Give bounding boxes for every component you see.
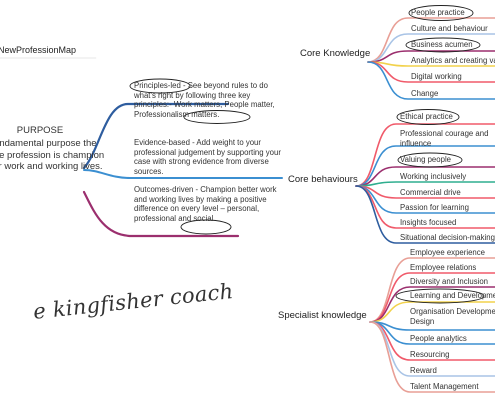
leaf-digital-working: Digital working <box>411 72 462 81</box>
specialist-knowledge-branch-8 <box>369 321 495 393</box>
leaf-people-practice: People practice <box>411 8 465 17</box>
node-core-knowledge: Core Knowledge <box>300 48 371 59</box>
leaf-insights-focused: Insights focused <box>400 218 457 227</box>
leaf-employee-relations: Employee relations <box>410 263 477 272</box>
principle-branch-2 <box>82 190 240 238</box>
node-specialist-knowledge: Specialist knowledge <box>278 310 367 321</box>
core-behaviours-branch-0 <box>355 123 495 187</box>
principle-branch-1 <box>83 169 283 179</box>
leaf-professional-courage-and-influence: Professional courage and influence <box>400 129 489 148</box>
leaf-reward: Reward <box>410 366 437 375</box>
purpose-heading: PURPOSE <box>16 125 64 136</box>
leaf-resourcing: Resourcing <box>410 350 450 359</box>
leaf-change: Change <box>411 89 439 98</box>
specialist-knowledge-branch-3 <box>369 301 495 323</box>
leaf-working-inclusively: Working inclusively <box>400 172 467 181</box>
leaf-talent-management: Talent Management <box>410 382 479 391</box>
leaf-diversity-and-inclusion: Diversity and Inclusion <box>410 277 489 286</box>
map-title: NewProfessionMap <box>0 45 77 55</box>
core-behaviours-branch-7 <box>355 185 495 244</box>
leaf-learning-and-development: Learning and Development <box>410 291 495 300</box>
hand-drawn-circles <box>129 5 485 304</box>
circle-social <box>180 219 232 235</box>
leaf-analytics-and-creating-value: Analytics and creating value <box>411 56 495 65</box>
circle-people-practice <box>408 5 474 21</box>
purpose-text: a fundamental purpose the people profess… <box>0 138 105 172</box>
principle-evidence-based: Evidence-based - Add weight to your prof… <box>134 138 281 176</box>
leaf-organisation-development-and-design: Organisation Development and Design <box>410 307 495 326</box>
leaf-people-analytics: People analytics <box>410 334 467 343</box>
leaf-ethical-practice: Ethical practice <box>400 112 453 121</box>
leaf-passion-for-learning: Passion for learning <box>400 203 469 212</box>
circle-principles-led <box>129 78 191 94</box>
leaf-valuing-people: Valuing people <box>400 155 452 164</box>
core-behaviours-branch-1 <box>355 145 495 187</box>
leaf-business-acumen: Business acumen <box>411 40 473 49</box>
circle-ethical-practice <box>396 109 460 125</box>
leaf-employee-experience: Employee experience <box>410 248 485 257</box>
leaf-commercial-drive: Commercial drive <box>400 188 461 197</box>
circle-valuing-people <box>397 152 463 168</box>
circle-business-acumen <box>405 37 481 53</box>
branch-lines <box>0 17 495 393</box>
core-behaviours-branch-3 <box>355 181 495 187</box>
leaf-situational-decision-making: Situational decision-making <box>400 233 495 242</box>
leaf-culture-and-behaviour: Culture and behaviour <box>411 24 488 33</box>
core-knowledge-branch-5 <box>367 61 495 100</box>
principle-outcomes-driven: Outcomes-driven - Champion better work a… <box>134 185 277 223</box>
principle-principles-led: Principles-led - See beyond rules to do … <box>134 81 275 119</box>
node-core-behaviours: Core behaviours <box>288 174 358 185</box>
circle-people-matter <box>183 110 251 124</box>
circle-learning-and-development <box>395 288 485 304</box>
principle-branch-0 <box>82 102 230 170</box>
